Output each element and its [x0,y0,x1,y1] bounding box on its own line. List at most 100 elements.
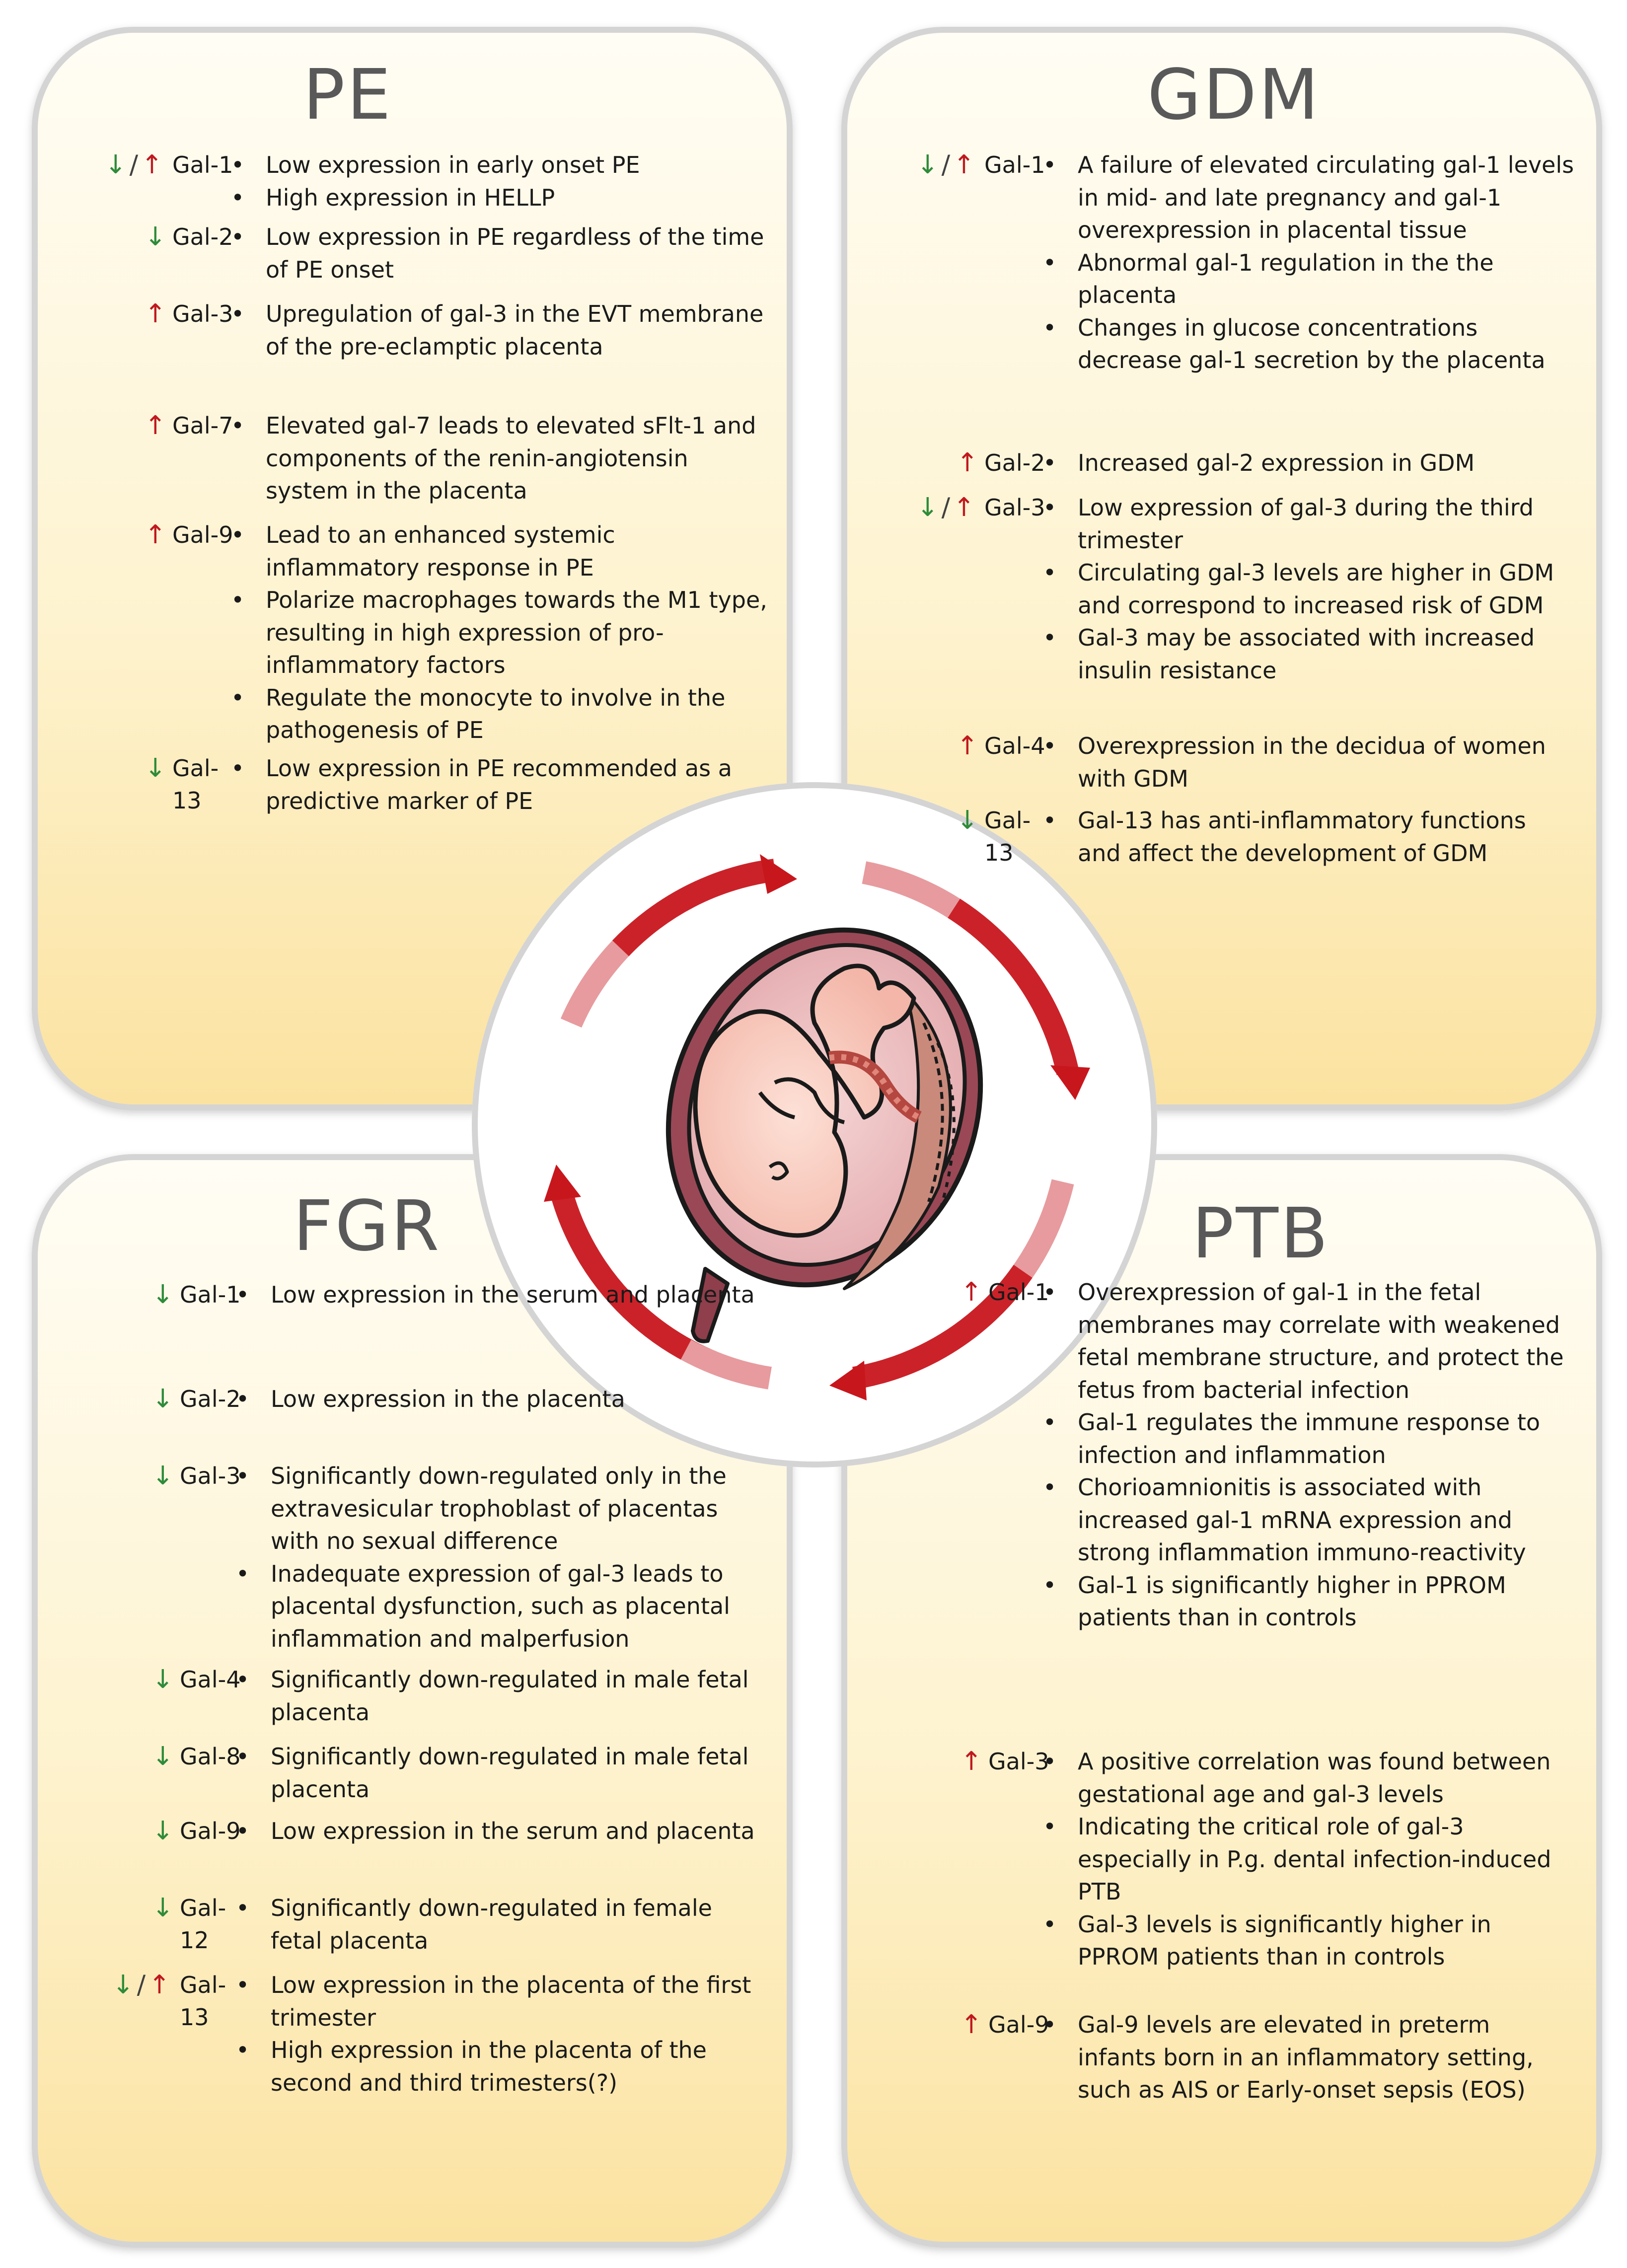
galectin-label: Gal-9 [180,1818,241,1844]
finding-item: Increased gal-2 expression in GDM [1040,447,1574,480]
finding-item: High expression in the placenta of the s… [233,2034,757,2099]
finding-item: Chorioamnionitis is associated with incr… [1040,1471,1574,1569]
up-arrow-icon: ↑ [145,411,166,440]
up-arrow-icon: ↑ [145,299,166,329]
galectin-label: Gal-13 [180,1972,226,2031]
finding-item: A failure of elevated circulating gal-1 … [1040,149,1574,247]
down-arrow-icon: ↓ [152,1461,174,1491]
finding-item: High expression in HELLP [228,182,767,215]
finding-list: Significantly down-regulated only in the… [233,1460,757,1655]
finding-list: Low expression in PE recommended as a pr… [228,752,767,817]
galectin-label: Gal-1 [984,151,1045,178]
finding-item: Overexpression of gal-1 in the fetal mem… [1040,1276,1574,1406]
finding-list: Low expression in early onset PEHigh exp… [228,149,767,214]
finding-list: Increased gal-2 expression in GDM [1040,447,1574,480]
finding-item: Gal-9 levels are elevated in preterm inf… [1040,2009,1574,2107]
finding-list: Low expression in the placenta of the fi… [233,1969,757,2099]
panel-ptb: PTB ↑Gal-1Overexpression of gal-1 in the… [844,1157,1599,2245]
finding-item: Gal-3 may be associated with increased i… [1040,622,1574,687]
down-arrow-icon: ↓ [152,1742,174,1771]
up-arrow-icon: ↑ [961,2010,982,2040]
galectin-label: Gal-9 [172,521,233,548]
finding-item: Polarize macrophages towards the M1 type… [228,584,767,682]
finding-item: Low expression in PE recommended as a pr… [228,752,767,817]
fetus-illustration [666,927,983,1343]
finding-list: A failure of elevated circulating gal-1 … [1040,149,1574,377]
galectin-label: Gal-13 [172,755,219,814]
down-arrow-icon: ↓ [957,805,978,835]
finding-item: Indicating the critical role of gal-3 es… [1040,1811,1574,1908]
finding-item: Lead to an enhanced systemic inflammator… [228,519,767,584]
galectin-label: Gal-2 [172,223,233,250]
down-up-arrow-icon: ↓/↑ [112,1970,170,2000]
finding-list: Overexpression in the decidua of women w… [1040,730,1574,795]
finding-item: Significantly down-regulated in female f… [233,1892,757,1957]
down-up-arrow-icon: ↓/↑ [917,493,975,522]
galectin-label: Gal-8 [180,1743,241,1770]
galectin-label: Gal-7 [172,412,233,439]
down-arrow-icon: ↓ [152,1665,174,1694]
finding-list: Low expression in the serum and placenta [233,1279,757,1312]
finding-list: Low expression in PE regardless of the t… [228,221,767,286]
finding-item: Upregulation of gal-3 in the EVT membran… [228,298,767,363]
finding-item: Low expression of gal-3 during the third… [1040,492,1574,557]
finding-item: Elevated gal-7 leads to elevated sFlt-1 … [228,410,767,508]
panel-gdm: GDM ↓/↑ Gal-1A failure of elevated circul… [844,30,1599,1107]
finding-item: Abnormal gal-1 regulation in the the pla… [1040,247,1574,312]
finding-item: Low expression in the serum and placenta [233,1279,757,1312]
finding-list: Significantly down-regulated in female f… [233,1892,757,1957]
finding-list: Lead to an enhanced systemic inflammator… [228,519,767,747]
finding-list: Low expression in the placenta [233,1383,757,1416]
galectin-label: Gal-3 [172,300,233,327]
finding-list: A positive correlation was found between… [1040,1746,1574,1974]
galectin-label: Gal-3 [180,1463,241,1489]
galectin-label: Gal-2 [984,449,1045,476]
galectin-label: Gal-1 [172,151,233,178]
finding-list: Gal-9 levels are elevated in preterm inf… [1040,2009,1574,2107]
panel-title: PE [303,55,393,136]
down-arrow-icon: ↓ [152,1816,174,1846]
galectin-label: Gal-3 [988,1748,1049,1775]
up-arrow-icon: ↑ [961,1277,982,1307]
down-arrow-icon: ↓ [152,1280,174,1310]
finding-item: Significantly down-regulated in male fet… [233,1664,757,1729]
finding-list: Low expression of gal-3 during the third… [1040,492,1574,687]
cycle-arrows [544,854,1090,1400]
panel-fgr: FGR ↓Gal-1Low expression in the serum an… [35,1157,790,2245]
panel-title: PTB [1192,1193,1330,1274]
finding-item: Low expression in the placenta [233,1383,757,1416]
finding-item: Significantly down-regulated in male fet… [233,1741,757,1806]
galectin-label: Gal-1 [180,1281,241,1308]
down-arrow-icon: ↓ [152,1384,174,1414]
finding-item: Regulate the monocyte to involve in the … [228,682,767,747]
galectin-label: Gal-9 [988,2011,1049,2038]
finding-item: Low expression in the serum and placenta [233,1815,757,1848]
down-arrow-icon: ↓ [145,222,166,252]
down-up-arrow-icon: ↓/↑ [917,150,975,180]
finding-list: Significantly down-regulated in male fet… [233,1741,757,1806]
finding-item: Low expression in PE regardless of the t… [228,221,767,286]
up-arrow-icon: ↑ [957,448,978,478]
finding-item: Low expression in the placenta of the fi… [233,1969,757,2034]
finding-list: Significantly down-regulated in male fet… [233,1664,757,1729]
finding-list: Overexpression of gal-1 in the fetal mem… [1040,1276,1574,1634]
finding-item: Gal-3 levels is significantly higher in … [1040,1908,1574,1974]
down-arrow-icon: ↓ [145,753,166,783]
up-arrow-icon: ↑ [957,731,978,761]
panel-pe: PE ↓/↑Gal-1Low expression in early onset… [35,30,790,1107]
finding-item: Low expression in early onset PE [228,149,767,182]
finding-item: Changes in glucose concentrations decrea… [1040,312,1574,377]
finding-list: Elevated gal-7 leads to elevated sFlt-1 … [228,410,767,508]
galectin-label: Gal-2 [180,1386,241,1412]
finding-item: Gal-13 has anti-inflammatory functions a… [1040,805,1574,870]
finding-item: Inadequate expression of gal-3 leads to … [233,1558,757,1656]
galectin-label: Gal-1 [988,1279,1049,1306]
finding-item: A positive correlation was found between… [1040,1746,1574,1811]
finding-item: Gal-1 regulates the immune response to i… [1040,1406,1574,1471]
finding-list: Upregulation of gal-3 in the EVT membran… [228,298,767,363]
panel-title: GDM [1147,55,1321,136]
galectin-label: Gal-4 [180,1666,241,1693]
finding-list: Low expression in the serum and placenta [233,1815,757,1848]
panel-title: FGR [293,1186,442,1267]
finding-item: Significantly down-regulated only in the… [233,1460,757,1558]
